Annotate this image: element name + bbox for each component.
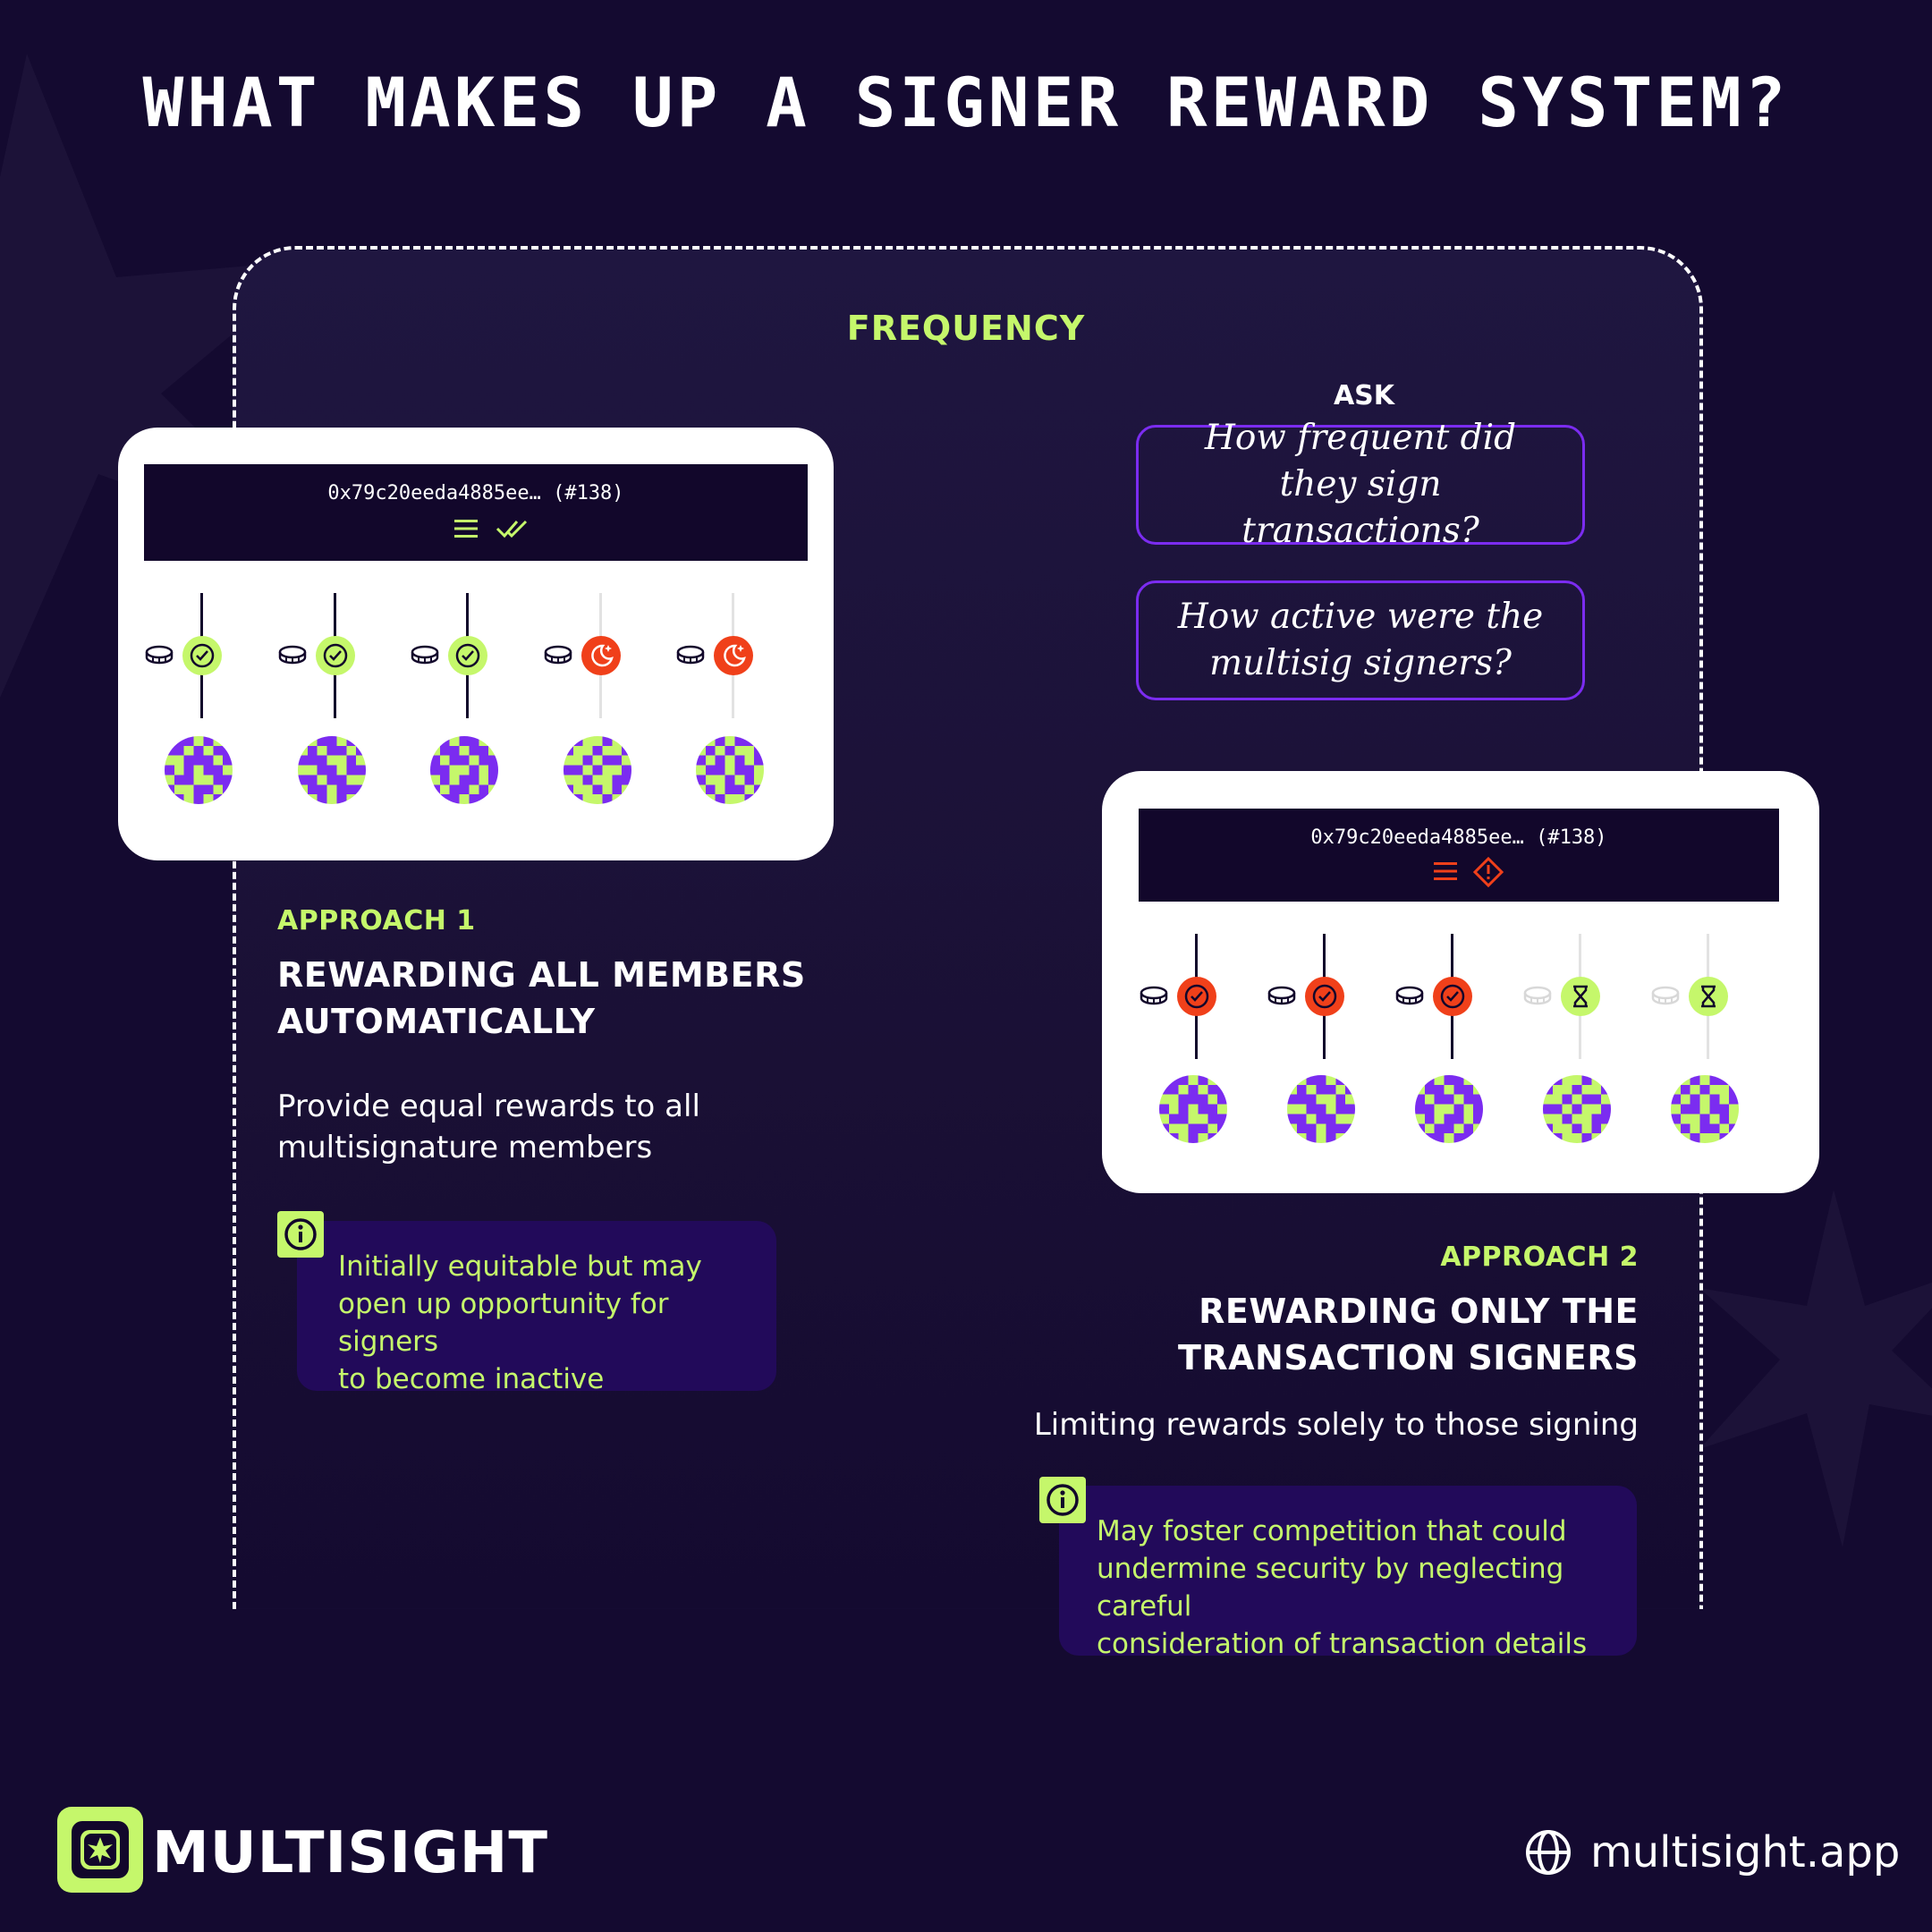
signer-avatar bbox=[1159, 1075, 1227, 1143]
coin-icon bbox=[1650, 986, 1681, 1009]
approach-1-note: Initially equitable but may open up oppo… bbox=[297, 1221, 776, 1395]
decorative-star-left bbox=[0, 54, 322, 698]
website-link[interactable]: multisight.app bbox=[1590, 1827, 1901, 1877]
coin-icon bbox=[1267, 986, 1297, 1009]
signer-avatar bbox=[297, 736, 366, 804]
decorative-star-right bbox=[1699, 1190, 1932, 1547]
signer-column bbox=[1267, 934, 1383, 1166]
signer-avatar bbox=[1287, 1075, 1355, 1143]
check-circle-icon bbox=[448, 636, 487, 675]
coin-icon bbox=[543, 645, 573, 668]
menu-icon bbox=[454, 520, 478, 538]
double-check-icon bbox=[496, 520, 528, 538]
signer-column bbox=[410, 593, 526, 826]
note-text: May foster competition that could underm… bbox=[1097, 1513, 1637, 1663]
heading-line: AUTOMATICALLY bbox=[277, 1002, 596, 1041]
signer-column bbox=[1522, 934, 1639, 1166]
signer-column bbox=[675, 593, 792, 826]
check-circle-icon bbox=[1177, 977, 1216, 1016]
note-line: to become inactive bbox=[338, 1363, 605, 1395]
check-circle-icon bbox=[182, 636, 222, 675]
brand-name: MULTISIGHT bbox=[152, 1820, 548, 1886]
coin-icon bbox=[277, 645, 308, 668]
signer-column bbox=[1394, 934, 1511, 1166]
coin-icon bbox=[1394, 986, 1425, 1009]
hourglass-icon bbox=[1561, 977, 1600, 1016]
approach-2-note: May foster competition that could underm… bbox=[1059, 1486, 1637, 1660]
approach-1-heading: REWARDING ALL MEMBERS AUTOMATICALLY bbox=[277, 952, 806, 1045]
note-line: undermine security by neglecting careful bbox=[1097, 1553, 1564, 1623]
ask-label: ASK bbox=[1333, 380, 1395, 411]
warning-diamond-icon bbox=[1473, 857, 1504, 887]
check-circle-icon bbox=[1305, 977, 1344, 1016]
menu-icon bbox=[1434, 862, 1457, 880]
note-line: consideration of transaction details bbox=[1097, 1628, 1588, 1660]
transaction-header: 0x79c20eeda4885ee… (#138) bbox=[144, 464, 808, 561]
coin-icon bbox=[144, 645, 174, 668]
signer-avatar bbox=[165, 736, 233, 804]
coin-icon bbox=[675, 645, 706, 668]
hourglass-icon bbox=[1689, 977, 1728, 1016]
coin-icon bbox=[1139, 986, 1169, 1009]
signer-avatar bbox=[563, 736, 631, 804]
info-icon bbox=[277, 1211, 324, 1258]
transaction-card-approach-1: 0x79c20eeda4885ee… (#138) bbox=[118, 428, 834, 860]
brand-logo-icon bbox=[57, 1807, 143, 1893]
question-text: How active were the multisig signers? bbox=[1177, 597, 1544, 683]
heading-line: TRANSACTION SIGNERS bbox=[1177, 1338, 1639, 1377]
page-title: WHAT MAKES UP A SIGNER REWARD SYSTEM? bbox=[142, 63, 1790, 142]
note-line: open up opportunity for signers bbox=[338, 1288, 669, 1358]
transaction-address: 0x79c20eeda4885ee… (#138) bbox=[327, 482, 624, 504]
coin-icon bbox=[410, 645, 440, 668]
transaction-address: 0x79c20eeda4885ee… (#138) bbox=[1310, 826, 1607, 849]
transaction-card-approach-2: 0x79c20eeda4885ee… (#138) bbox=[1102, 771, 1819, 1193]
signer-column bbox=[144, 593, 260, 826]
signer-avatar bbox=[430, 736, 498, 804]
signer-avatar bbox=[1671, 1075, 1739, 1143]
approach-1-label: APPROACH 1 bbox=[277, 905, 476, 936]
approach-1-description: Provide equal rewards to all multisignat… bbox=[277, 1086, 700, 1168]
coin-icon bbox=[1522, 986, 1553, 1009]
signer-column bbox=[277, 593, 394, 826]
question-box-activity: How active were the multisig signers? bbox=[1136, 580, 1585, 700]
question-box-frequency: How frequent did they sign transactions? bbox=[1136, 418, 1585, 551]
signer-column bbox=[1650, 934, 1767, 1166]
info-icon bbox=[1039, 1477, 1086, 1523]
approach-2-label: APPROACH 2 bbox=[1440, 1241, 1639, 1273]
globe-icon bbox=[1526, 1830, 1571, 1875]
description-line: Provide equal rewards to all bbox=[277, 1089, 700, 1124]
moon-icon bbox=[580, 636, 621, 675]
question-text: How frequent did they sign transactions? bbox=[1204, 418, 1517, 551]
description-line: multisignature members bbox=[277, 1130, 653, 1165]
signer-avatar bbox=[696, 736, 764, 804]
moon-icon bbox=[714, 636, 753, 675]
check-circle-icon bbox=[1433, 977, 1472, 1016]
heading-line: REWARDING ONLY THE bbox=[1199, 1292, 1639, 1331]
note-line: Initially equitable but may bbox=[338, 1250, 702, 1283]
check-circle-icon bbox=[315, 636, 355, 675]
signer-column bbox=[1139, 934, 1255, 1166]
signer-avatar bbox=[1415, 1075, 1483, 1143]
heading-line: REWARDING ALL MEMBERS bbox=[277, 955, 806, 995]
transaction-header: 0x79c20eeda4885ee… (#138) bbox=[1139, 809, 1779, 902]
approach-2-heading: REWARDING ONLY THE TRANSACTION SIGNERS bbox=[1102, 1288, 1639, 1381]
signer-column bbox=[543, 593, 659, 826]
signer-avatar bbox=[1543, 1075, 1611, 1143]
note-text: Initially equitable but may open up oppo… bbox=[338, 1248, 776, 1398]
approach-2-description: Limiting rewards solely to those signing bbox=[1033, 1407, 1639, 1443]
note-line: May foster competition that could bbox=[1097, 1515, 1567, 1547]
section-label: FREQUENCY bbox=[846, 309, 1086, 348]
